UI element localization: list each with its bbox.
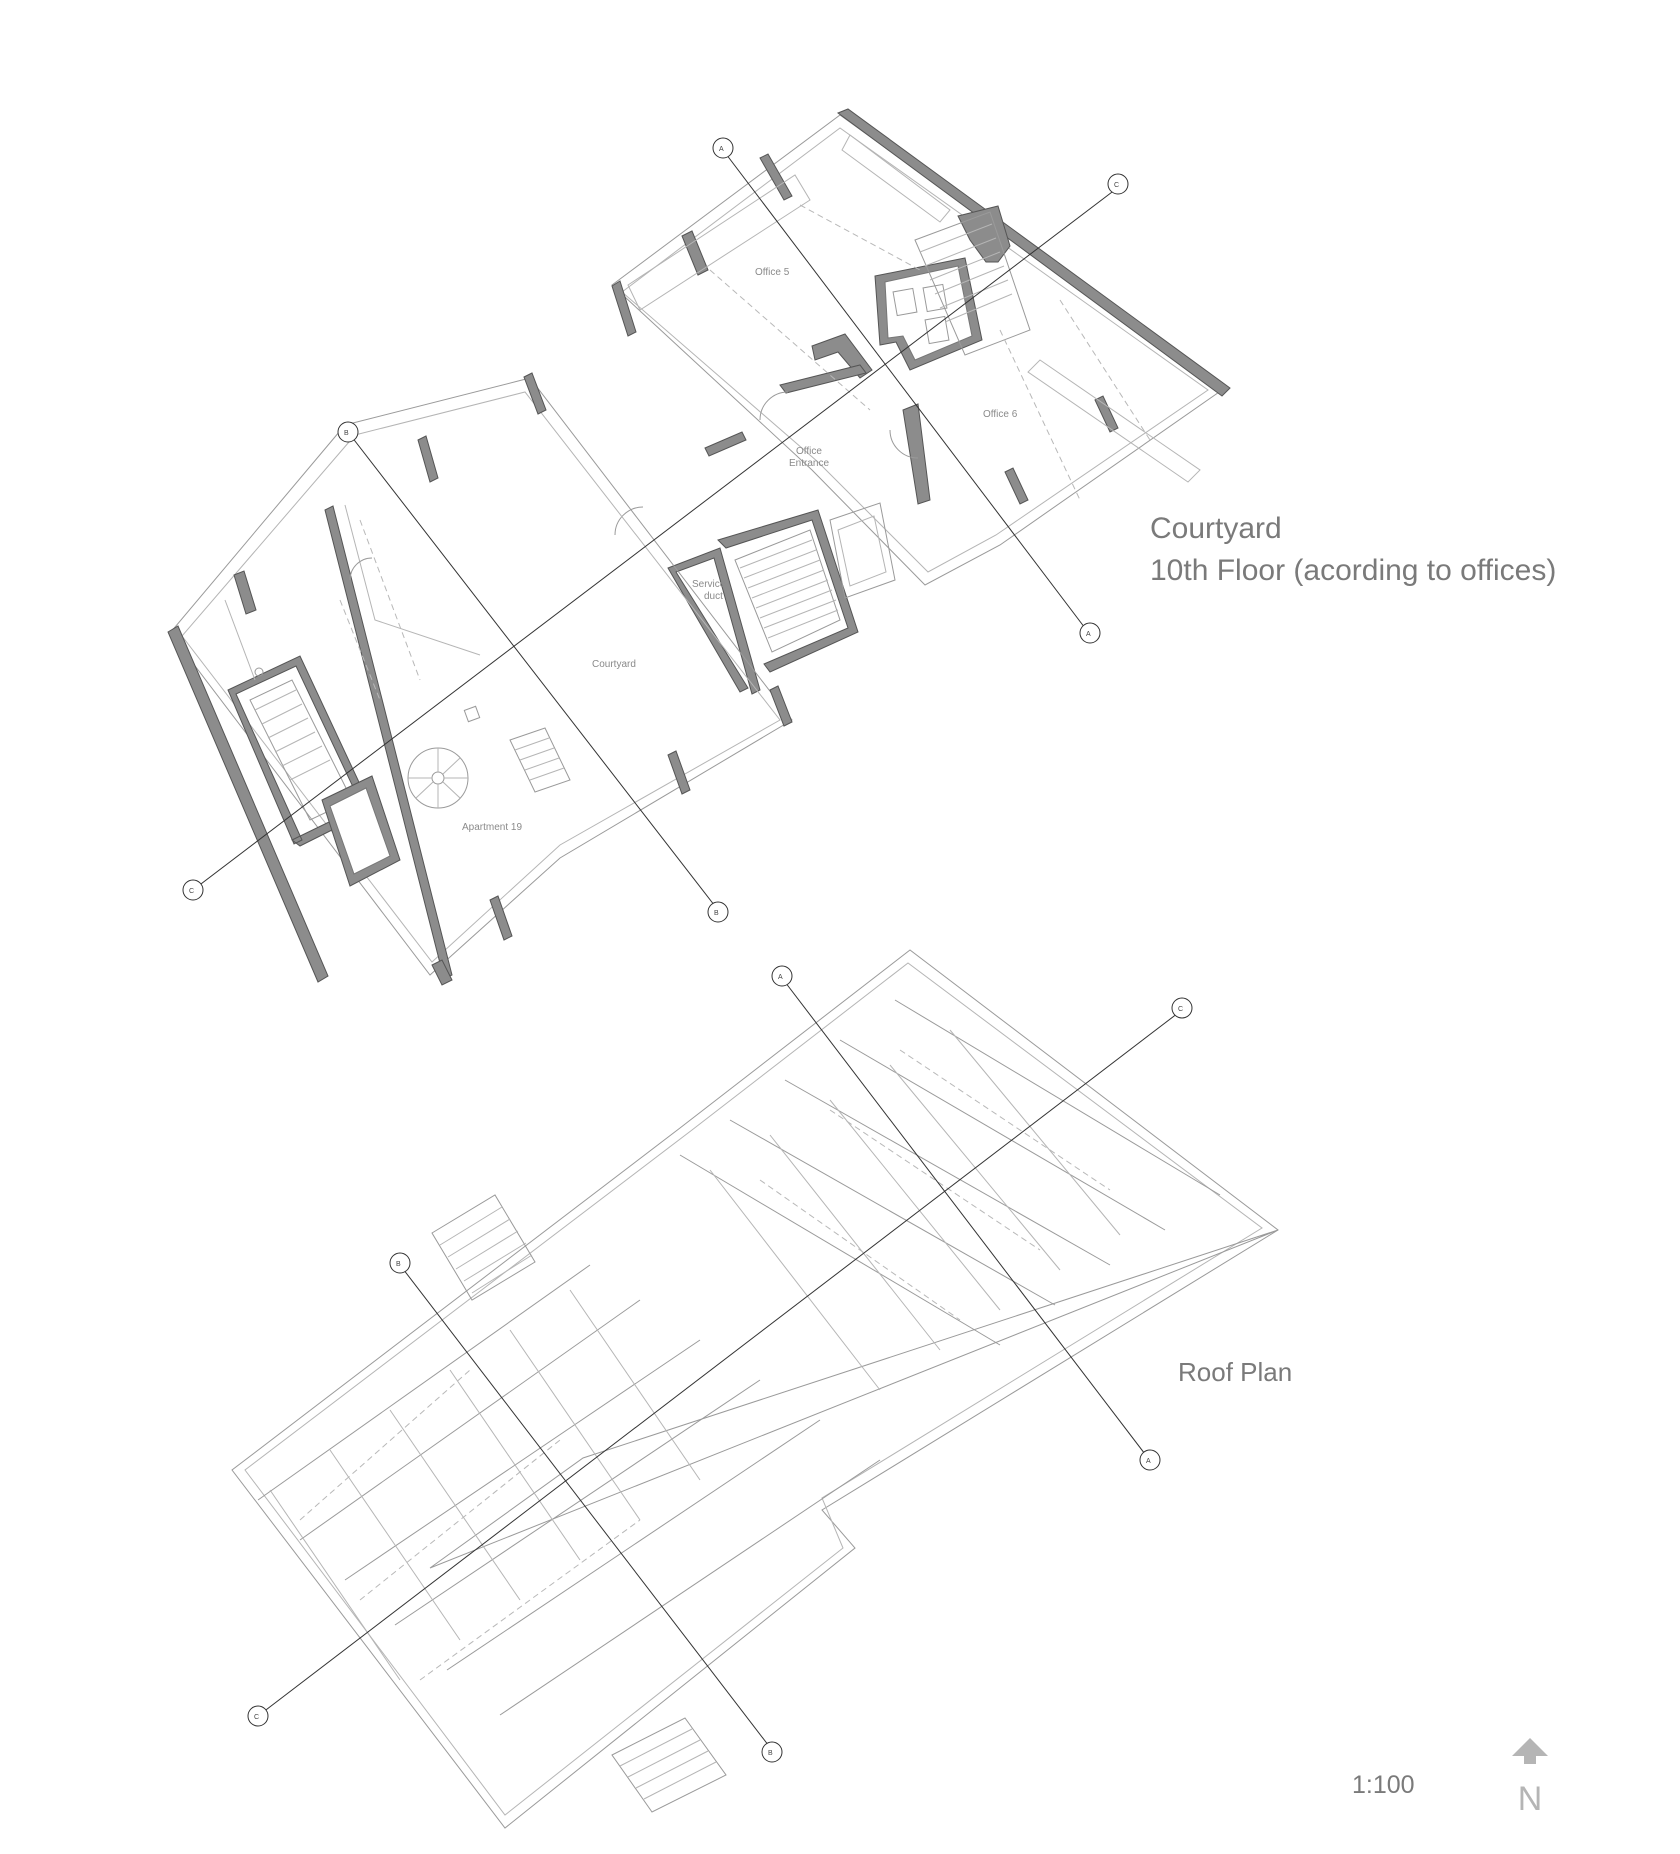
apartment-wall-west [167,625,329,983]
apartment-wing [167,372,793,986]
north-arrow: N [1512,1738,1548,1818]
grid-bubble: A [712,137,734,159]
floor-plan-title-line1: Courtyard [1150,512,1282,545]
svg-text:C: C [1178,1006,1183,1013]
svg-text:C: C [254,1714,259,1721]
grid-bubble: C [182,879,204,901]
svg-text:A: A [1146,1458,1151,1465]
svg-text:B: B [344,430,349,437]
grid-bubble: B [761,1741,783,1763]
svg-text:B: B [396,1261,401,1268]
courtyard-wall-4 [769,685,793,727]
room-label-apartment-19: Apartment 19 [462,822,522,833]
grid-bubble: A [771,965,793,987]
office-wall-5 [1004,467,1029,505]
grid-bubble: C [247,1705,269,1727]
tenth-floor-plan: A C A B B C Office 5 Office 6 Office Ent… [167,108,1556,986]
room-label-office-entrance-2: Entrance [789,458,829,469]
roof-plan-gridlines: A C A B B C [247,965,1193,1763]
room-label-courtyard: Courtyard [592,659,636,670]
courtyard-wall-1 [523,372,547,415]
office-wall-3 [957,205,1011,263]
apartment-wall-3 [489,895,513,941]
svg-text:A: A [778,974,783,981]
grid-bubble: A [1139,1449,1161,1471]
office-entrance-wall-4 [902,403,931,505]
roof-plan-title: Roof Plan [1178,1357,1292,1387]
office-wall-west [611,280,637,337]
spiral-stair [407,747,469,809]
office-entrance-wall-3 [704,431,747,457]
room-label-office-5: Office 5 [755,267,790,278]
apartment-wall-east [324,505,453,980]
grid-bubble: B [389,1252,411,1274]
grid-bubble: C [1171,997,1193,1019]
courtyard-wall-3 [667,750,691,795]
scale-label: 1:100 [1352,1771,1415,1799]
office-entrance-wall-2 [779,364,867,394]
roof-plan: A C A B B C Roof Plan [231,949,1292,1829]
svg-text:B: B [714,910,719,917]
office-wall-4 [1094,395,1119,433]
floor-plan-gridlines: A C A B B C [182,137,1129,923]
service-duct-wall [667,547,761,695]
office-wall-north [759,153,793,201]
grid-bubble: C [1107,173,1129,195]
office-wall-2 [681,230,709,276]
stair-core-wall [717,509,859,673]
svg-text:A: A [1086,631,1091,638]
svg-text:C: C [1114,182,1119,189]
apartment-wall-south [431,959,453,986]
floor-plan-title-line2: 10th Floor (acording to offices) [1150,554,1556,587]
apartment-wall-2 [233,570,257,615]
svg-text:C: C [189,888,194,895]
office-wing [611,108,1231,695]
grid-bubble: B [707,901,729,923]
room-label-office-6: Office 6 [983,409,1018,420]
room-label-office-entrance-1: Office [796,446,822,457]
room-label-service-duct-1: Service [692,579,726,590]
roof-stair-north [431,1194,536,1301]
north-arrow-icon [1512,1738,1548,1756]
grid-bubble: A [1079,622,1101,644]
courtyard-wall-2 [417,435,439,483]
svg-text:A: A [719,146,724,153]
roof-stair-south [611,1717,727,1813]
office-wall-north-east [836,108,1231,397]
grid-bubble: B [337,421,359,443]
room-label-service-duct-2: duct [704,591,723,602]
svg-text:B: B [768,1750,773,1757]
north-arrow-letter: N [1518,1780,1543,1818]
